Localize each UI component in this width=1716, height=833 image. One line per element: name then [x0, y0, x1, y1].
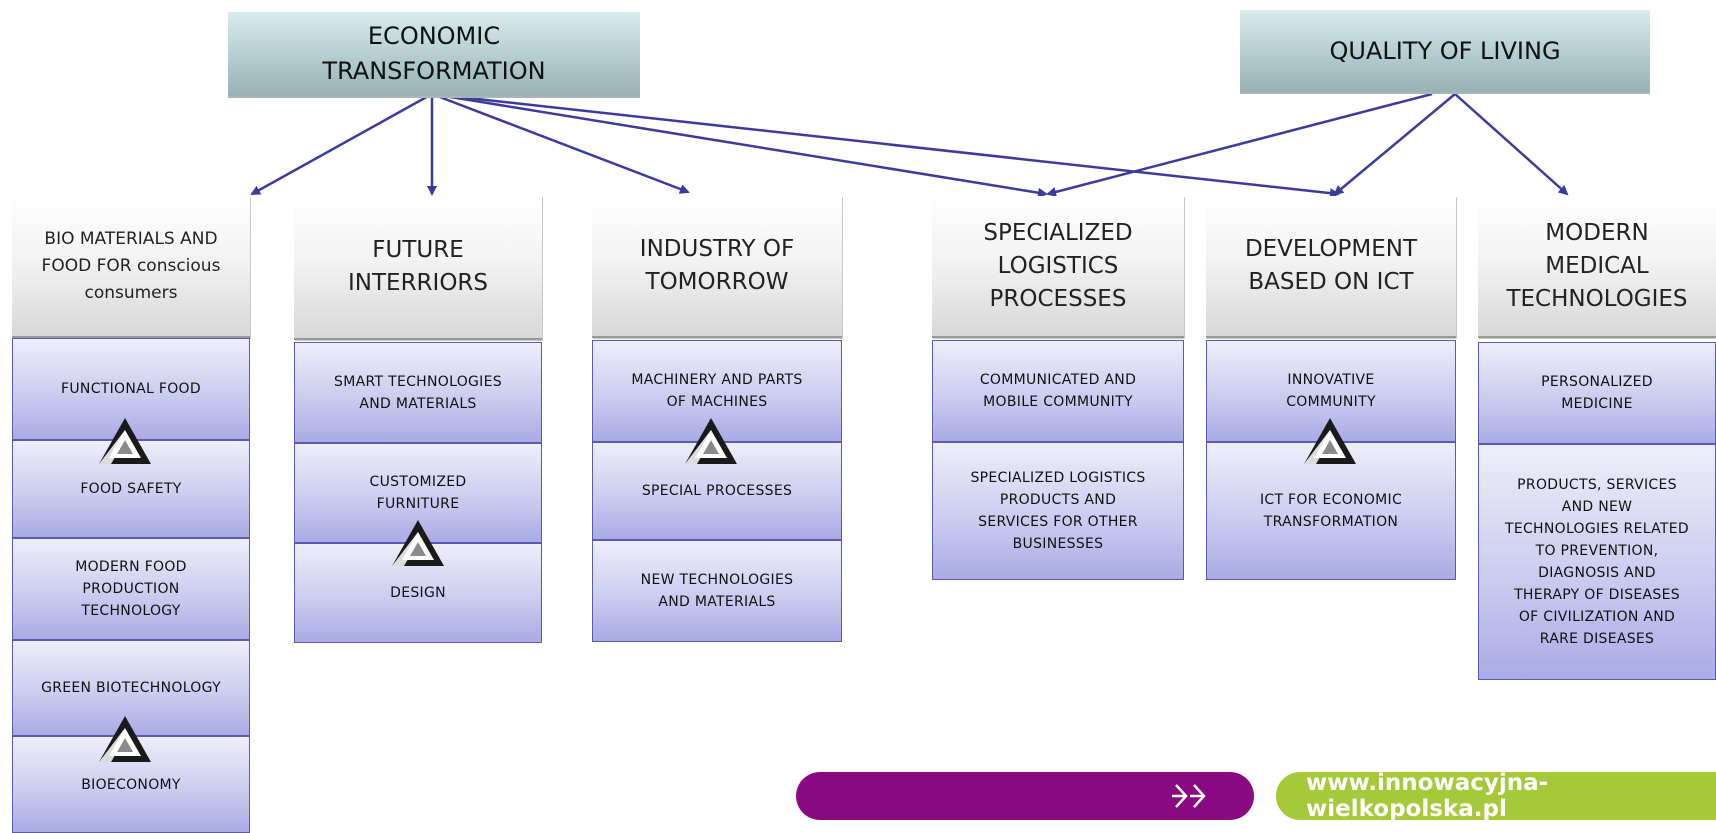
column-heading-future-interiors: FUTURE INTERRIORS	[294, 196, 542, 340]
cell-modern-food-production: MODERN FOOD PRODUCTION TECHNOLOGY	[12, 538, 250, 640]
cell-innovative-community: INNOVATIVE COMMUNITY	[1206, 340, 1456, 442]
column-heading-development-ict: DEVELOPMENT BASED ON ICT	[1206, 196, 1456, 338]
double-chevron-right-icon	[1172, 784, 1206, 808]
column-heading-industry-of-tomorrow: INDUSTRY OF TOMORROW	[592, 196, 842, 338]
cell-personalized-medicine: PERSONALIZED MEDICINE	[1478, 342, 1716, 444]
impossible-triangle-icon	[99, 716, 151, 762]
impossible-triangle-icon	[685, 418, 737, 464]
column-heading-bio-materials: BIO MATERIALS AND FOOD FOR conscious con…	[12, 196, 250, 338]
cell-specialized-logistics-products: SPECIALIZED LOGISTICS PRODUCTS AND SERVI…	[932, 442, 1184, 580]
cell-products-services-prevention: PRODUCTS, SERVICES AND NEW TECHNOLOGIES …	[1478, 444, 1716, 680]
column-heading-specialized-logistics: SPECIALIZED LOGISTICS PROCESSES	[932, 196, 1184, 338]
arrow-economic-to-ict	[431, 92, 1340, 199]
cell-smart-technologies: SMART TECHNOLOGIES AND MATERIALS	[294, 342, 542, 443]
arrow-quality-to-medical	[1454, 93, 1569, 196]
impossible-triangle-icon	[99, 418, 151, 464]
impossible-triangle-icon	[392, 520, 444, 566]
website-url-link[interactable]: www.innowacyjna-wielkopolska.pl	[1276, 770, 1716, 822]
footer-purple-bar	[796, 772, 1254, 820]
arrow-economic-to-logistics	[431, 92, 1048, 198]
cell-communicated-mobile-community: COMMUNICATED AND MOBILE COMMUNITY	[932, 340, 1184, 442]
arrow-economic-to-industry	[431, 92, 690, 194]
cell-customized-furniture: CUSTOMIZED FURNITURE	[294, 443, 542, 543]
arrow-quality-to-logistics	[1046, 92, 1433, 197]
cell-green-biotechnology: GREEN BIOTECHNOLOGY	[12, 640, 250, 736]
cell-machinery-and-parts: MACHINERY AND PARTS OF MACHINES	[592, 340, 842, 442]
quality-of-living-box: QUALITY OF LIVING	[1240, 10, 1650, 94]
cell-ict-economic-transformation: ICT FOR ECONOMIC TRANSFORMATION	[1206, 442, 1456, 580]
arrow-economic-to-bio	[250, 92, 433, 196]
cell-functional-food: FUNCTIONAL FOOD	[12, 338, 250, 440]
impossible-triangle-icon	[1304, 418, 1356, 464]
cell-new-technologies-materials: NEW TECHNOLOGIES AND MATERIALS	[592, 540, 842, 642]
column-heading-modern-medical: MODERN MEDICAL TECHNOLOGIES	[1478, 196, 1716, 338]
arrow-quality-to-ict	[1333, 93, 1456, 196]
economic-transformation-box: ECONOMIC TRANSFORMATION	[228, 12, 640, 98]
